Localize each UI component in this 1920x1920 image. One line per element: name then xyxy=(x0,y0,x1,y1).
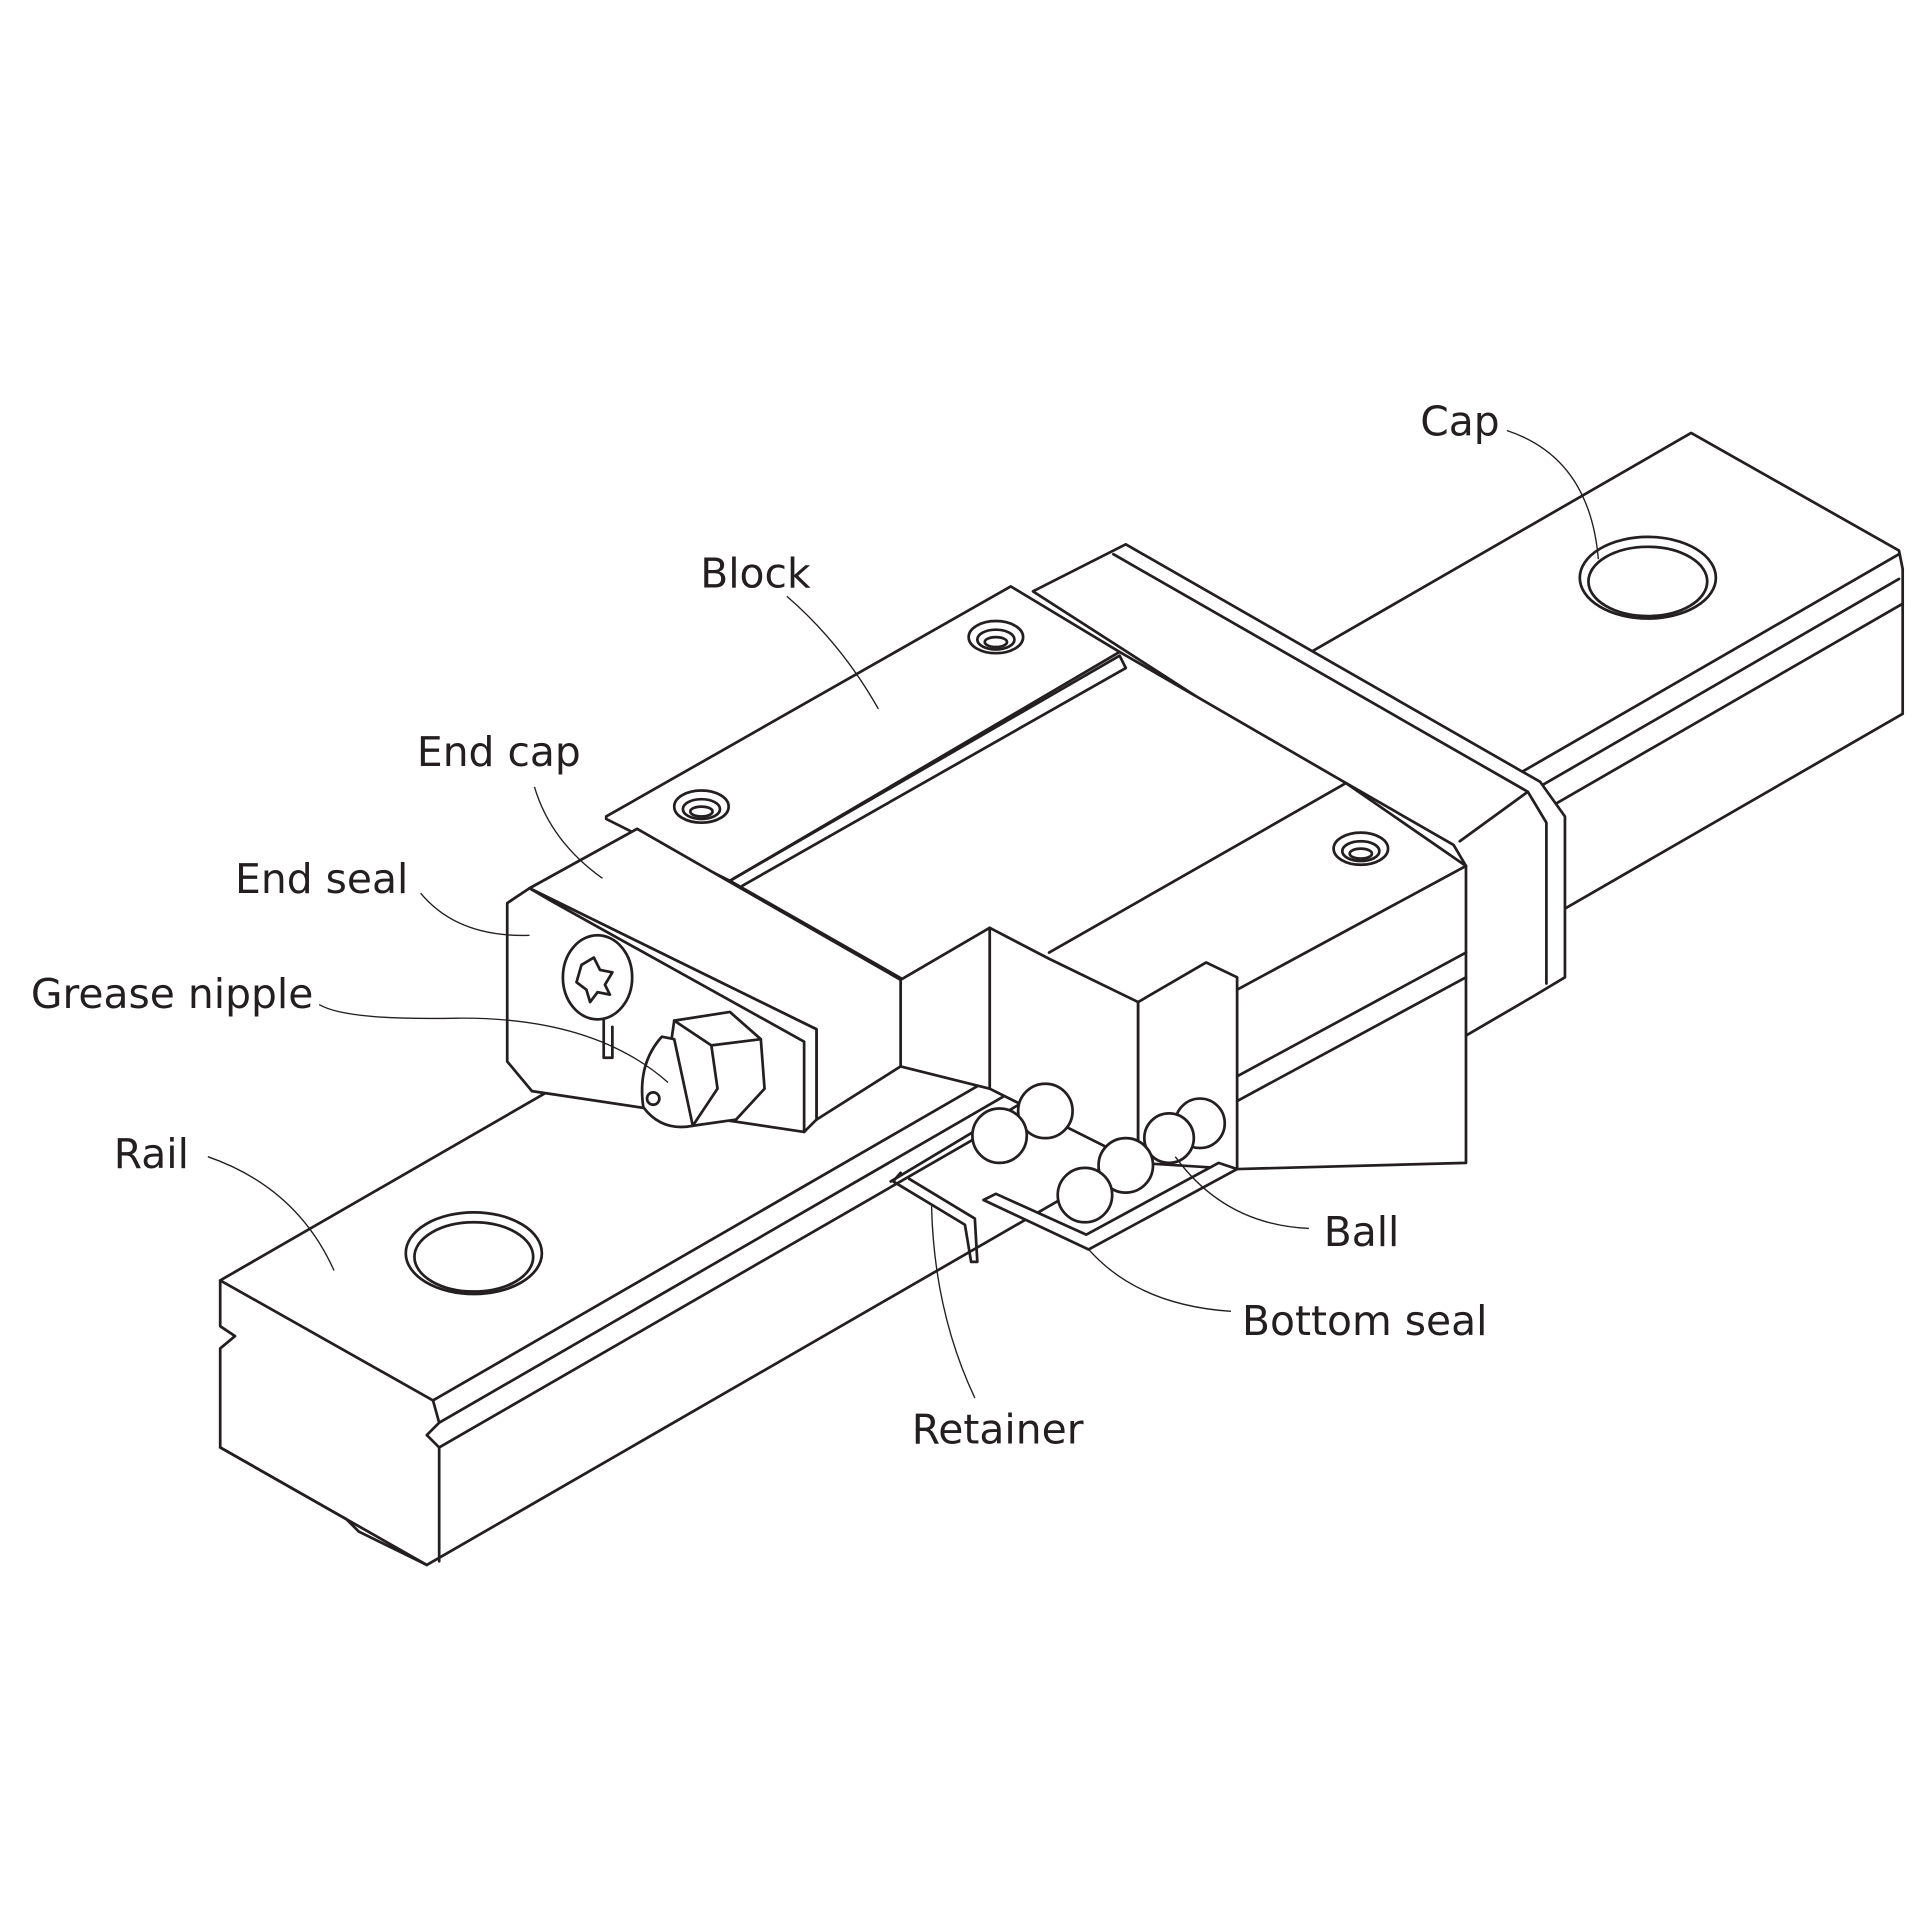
leader-lines xyxy=(207,429,1600,1399)
label-cap: Cap xyxy=(1420,397,1499,445)
bottom-seal xyxy=(982,1161,1239,1251)
screw-head xyxy=(561,933,634,1021)
threaded-hole xyxy=(672,619,1390,867)
balls xyxy=(971,1082,1227,1224)
label-grease-nipple: Grease nipple xyxy=(31,970,313,1018)
label-end-seal: End seal xyxy=(235,855,408,903)
label-ball: Ball xyxy=(1324,1208,1400,1256)
label-block: Block xyxy=(700,550,811,598)
rail-hole-cap xyxy=(1578,535,1718,620)
label-retainer: Retainer xyxy=(912,1406,1084,1454)
label-rail: Rail xyxy=(114,1130,189,1178)
label-bottom-seal: Bottom seal xyxy=(1242,1297,1487,1345)
rail-hole xyxy=(404,1211,544,1296)
label-end-cap: End cap xyxy=(417,728,581,776)
